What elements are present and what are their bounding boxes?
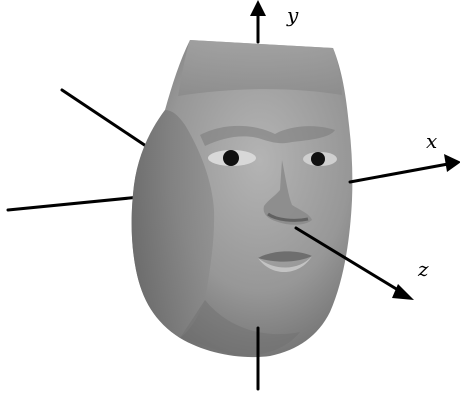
z-axis-label: z bbox=[417, 257, 429, 281]
axis-lines-back bbox=[8, 90, 152, 210]
z-axis-arrowhead bbox=[392, 284, 414, 300]
scalp bbox=[178, 40, 342, 96]
left-eye bbox=[208, 150, 256, 166]
x-axis-arrowhead bbox=[444, 154, 460, 172]
x-axis-back-segment bbox=[8, 197, 140, 210]
right-eye bbox=[303, 152, 337, 166]
x-axis-front-segment bbox=[350, 164, 448, 182]
y-axis-label: y bbox=[286, 3, 299, 27]
head-model bbox=[132, 40, 353, 357]
z-axis-back-segment bbox=[62, 90, 152, 150]
y-axis-arrowhead bbox=[250, 0, 266, 16]
x-axis-label: x bbox=[426, 129, 437, 153]
